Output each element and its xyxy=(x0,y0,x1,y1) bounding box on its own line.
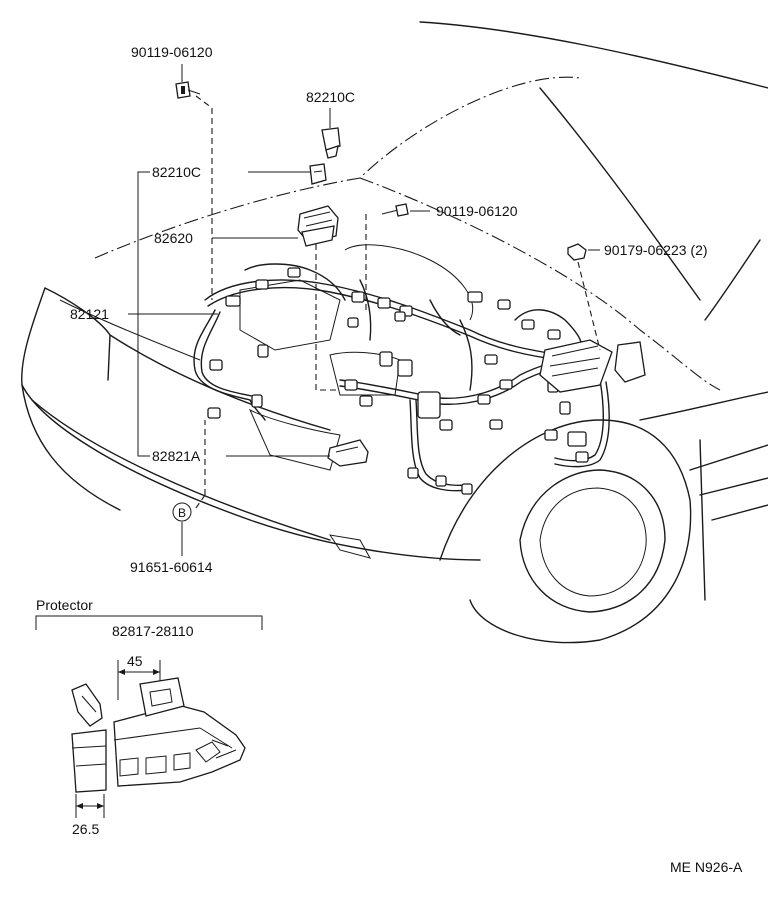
circle-b-marker: B xyxy=(172,502,192,522)
connector-right xyxy=(614,341,646,383)
circle-b-letter: B xyxy=(178,506,186,520)
dim-26-5: 26.5 xyxy=(72,821,99,837)
clip-top-icon xyxy=(321,127,341,159)
nut-right-icon xyxy=(567,243,587,261)
bolt-right-icon xyxy=(381,203,409,217)
wire-harness-82121 xyxy=(193,244,646,495)
label-bracket: 82821A xyxy=(152,448,201,464)
junction-block-82620 xyxy=(297,205,339,247)
car-body xyxy=(21,21,768,644)
bracket-82821a xyxy=(327,439,369,467)
clip-mid-icon xyxy=(309,163,327,185)
protector-title: Protector xyxy=(36,597,93,613)
label-block-82620: 82620 xyxy=(154,230,193,246)
protector-part-number: 82817-28110 xyxy=(112,623,194,639)
relay-block xyxy=(539,339,613,393)
label-bolt-top: 90119-06120 xyxy=(131,44,213,60)
harness-connectors xyxy=(207,267,589,495)
label-clip-top: 82210C xyxy=(306,89,355,105)
protector-inset: Protector 82817-28110 45 26.5 xyxy=(35,597,263,837)
dim-45: 45 xyxy=(127,653,143,669)
label-bolt-right: 90119-06120 xyxy=(436,203,518,219)
label-bolt-bottom: 91651-60614 xyxy=(130,559,213,575)
label-harness: 82121 xyxy=(70,306,109,322)
bolt-top-icon xyxy=(175,81,201,99)
dashed-leaders xyxy=(195,95,601,509)
callout-lines xyxy=(128,64,600,556)
figure-code: ME N926-A xyxy=(670,859,743,875)
label-nut-right: 90179-06223 (2) xyxy=(604,242,708,258)
label-clip-mid: 82210C xyxy=(152,164,201,180)
